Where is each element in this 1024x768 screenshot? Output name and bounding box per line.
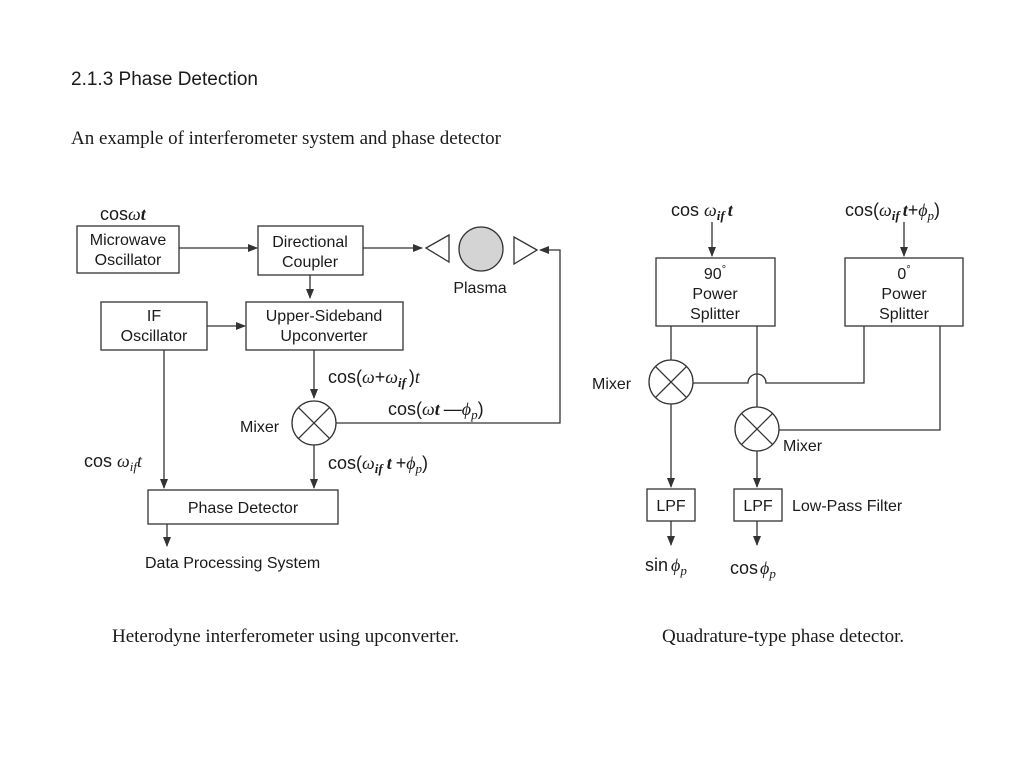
signal-cos-wt: cosωt (100, 204, 147, 224)
phase-detector-block: Phase Detector (147, 489, 339, 525)
lpf-1-block: LPF (646, 488, 696, 522)
svg-text:Oscillator: Oscillator (95, 252, 162, 269)
svg-text:Upper-Sideband: Upper-Sideband (266, 308, 383, 325)
svg-text:Coupler: Coupler (282, 254, 339, 271)
lpf-2-block: LPF (733, 488, 783, 522)
receive-horn-icon (513, 235, 539, 266)
svg-text:Microwave: Microwave (90, 232, 167, 249)
svg-text:Phase Detector: Phase Detector (188, 500, 299, 517)
signal-cos-w-plus-wif-t: cos(ω+ωif)t (328, 367, 421, 390)
svg-text:Splitter: Splitter (690, 306, 740, 323)
upconverter-block: Upper-Sideband Upconverter (245, 301, 404, 351)
low-pass-filter-label: Low-Pass Filter (792, 498, 903, 515)
intro-text: An example of interferometer system and … (71, 128, 501, 149)
wire-0-splitter-to-mixer-1 (693, 326, 865, 384)
svg-text:Oscillator: Oscillator (121, 328, 188, 345)
if-oscillator-block: IF Oscillator (100, 301, 208, 351)
mixer-right-2-label: Mixer (783, 438, 823, 455)
power-splitter-0-block: 0° Power Splitter (844, 257, 964, 327)
mixer-left-label: Mixer (240, 419, 280, 436)
wire-plasma-return-to-mixer (336, 246, 561, 424)
svg-text:Directional: Directional (272, 234, 348, 251)
svg-text:90°: 90° (704, 264, 726, 283)
svg-text:Power: Power (692, 286, 738, 303)
mixer-right-2: Mixer (734, 406, 823, 455)
plasma-section: Plasma (424, 226, 539, 297)
svg-text:IF: IF (147, 308, 161, 325)
svg-text:LPF: LPF (656, 498, 686, 515)
mixer-right-1-label: Mixer (592, 376, 632, 393)
data-processing-label: Data Processing System (145, 555, 320, 572)
mixer-left: Mixer (240, 400, 337, 446)
mixer-right-1: Mixer (592, 359, 694, 405)
plasma-icon (458, 226, 504, 272)
transmit-horn-icon (424, 233, 450, 264)
microwave-oscillator-block: Microwave Oscillator (76, 225, 180, 274)
svg-text:Upconverter: Upconverter (280, 328, 368, 345)
svg-text:0°: 0° (897, 264, 910, 283)
heterodyne-interferometer-diagram: cosωt Microwave Oscillator Directional C… (76, 204, 561, 572)
directional-coupler-block: Directional Coupler (257, 225, 364, 276)
plasma-label: Plasma (453, 280, 506, 297)
caption-heterodyne: Heterodyne interferometer using upconver… (112, 626, 460, 647)
wire-0-splitter-to-mixer-2 (779, 326, 941, 431)
svg-text:LPF: LPF (743, 498, 773, 515)
svg-text:Power: Power (881, 286, 927, 303)
svg-text:Splitter: Splitter (879, 306, 929, 323)
signal-cos-wt-minus-phip: cos(ωt—ϕp) (388, 399, 484, 422)
caption-quadrature: Quadrature-type phase detector. (662, 626, 905, 647)
section-title: 2.1.3 Phase Detection (71, 69, 258, 90)
power-splitter-90-block: 90° Power Splitter (655, 257, 776, 327)
